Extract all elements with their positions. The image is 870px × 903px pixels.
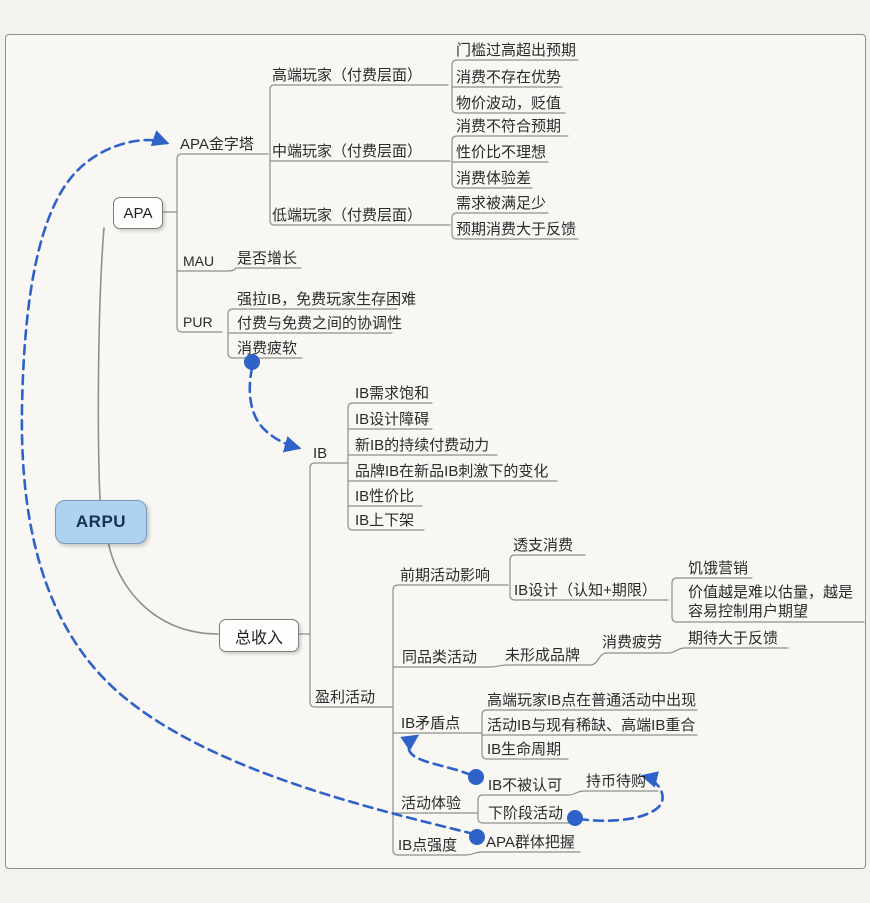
node-early-activity[interactable]: 前期活动影响 xyxy=(400,567,491,584)
node-mid-item-1[interactable]: 消费不符合预期 xyxy=(456,118,562,135)
node-no-brand[interactable]: 未形成品牌 xyxy=(505,647,581,664)
node-mau[interactable]: MAU xyxy=(183,253,215,269)
node-ib-item-3[interactable]: 新IB的持续付费动力 xyxy=(355,437,490,454)
node-pur-item-1[interactable]: 强拉IB，免费玩家生存困难 xyxy=(237,291,417,308)
node-low-player[interactable]: 低端玩家（付费层面） xyxy=(272,207,423,224)
node-ib-design[interactable]: IB设计（认知+期限） xyxy=(514,582,657,599)
node-mid-item-3[interactable]: 消费体验差 xyxy=(456,170,532,187)
node-pur-item-3[interactable]: 消费疲软 xyxy=(237,340,298,357)
node-high-item-1[interactable]: 门槛过高超出预期 xyxy=(456,42,577,59)
node-arpu-root[interactable]: ARPU xyxy=(55,500,147,544)
node-pur[interactable]: PUR xyxy=(183,314,213,330)
node-next-stage[interactable]: 下阶段活动 xyxy=(488,805,564,822)
node-low-item-1[interactable]: 需求被满足少 xyxy=(456,195,547,212)
node-high-player[interactable]: 高端玩家（付费层面） xyxy=(272,67,423,84)
node-hunger-marketing[interactable]: 饥饿营销 xyxy=(688,560,749,577)
node-consumption-fatigue[interactable]: 消费疲劳 xyxy=(602,634,663,651)
node-conflict-item-2[interactable]: 活动IB与现有稀缺、高端IB重合 xyxy=(487,717,696,734)
node-apa-pyramid[interactable]: APA金字塔 xyxy=(180,136,254,153)
node-value-expectation[interactable]: 价值越是难以估量，越是容易控制用户期望 xyxy=(688,584,854,620)
node-high-item-3[interactable]: 物价波动，贬值 xyxy=(456,95,562,112)
node-same-category[interactable]: 同品类活动 xyxy=(402,649,478,666)
node-conflict-item-1[interactable]: 高端玩家IB点在普通活动中出现 xyxy=(487,692,697,709)
node-mid-player[interactable]: 中端玩家（付费层面） xyxy=(272,143,423,160)
node-ib[interactable]: IB xyxy=(313,445,328,462)
node-expectation-feedback[interactable]: 期待大于反馈 xyxy=(688,630,779,647)
node-total-revenue[interactable]: 总收入 xyxy=(219,619,299,652)
node-ib-item-6[interactable]: IB上下架 xyxy=(355,512,415,529)
node-ib-item-4[interactable]: 品牌IB在新品IB刺激下的变化 xyxy=(355,463,549,480)
node-activity-experience[interactable]: 活动体验 xyxy=(401,795,462,812)
node-overdraft[interactable]: 透支消费 xyxy=(513,537,574,554)
node-pur-item-2[interactable]: 付费与免费之间的协调性 xyxy=(237,315,403,332)
node-high-item-2[interactable]: 消费不存在优势 xyxy=(456,69,562,86)
node-mid-item-2[interactable]: 性价比不理想 xyxy=(456,144,547,161)
node-conflict-item-3[interactable]: IB生命周期 xyxy=(487,741,562,758)
node-ib-item-1[interactable]: IB需求饱和 xyxy=(355,385,430,402)
node-ib-item-2[interactable]: IB设计障碍 xyxy=(355,411,430,428)
node-hold-money[interactable]: 持币待购 xyxy=(586,773,647,790)
node-ib-conflict[interactable]: IB矛盾点 xyxy=(401,715,461,732)
node-mau-item-1[interactable]: 是否增长 xyxy=(237,250,298,267)
node-low-item-2[interactable]: 预期消费大于反馈 xyxy=(456,221,577,238)
node-profit-activity[interactable]: 盈利活动 xyxy=(315,689,376,706)
node-not-recognized[interactable]: IB不被认可 xyxy=(488,777,563,794)
node-ib-strength[interactable]: IB点强度 xyxy=(398,837,458,854)
node-apa[interactable]: APA xyxy=(113,197,163,229)
node-ib-item-5[interactable]: IB性价比 xyxy=(355,488,415,505)
node-apa-grasp[interactable]: APA群体把握 xyxy=(486,834,575,851)
